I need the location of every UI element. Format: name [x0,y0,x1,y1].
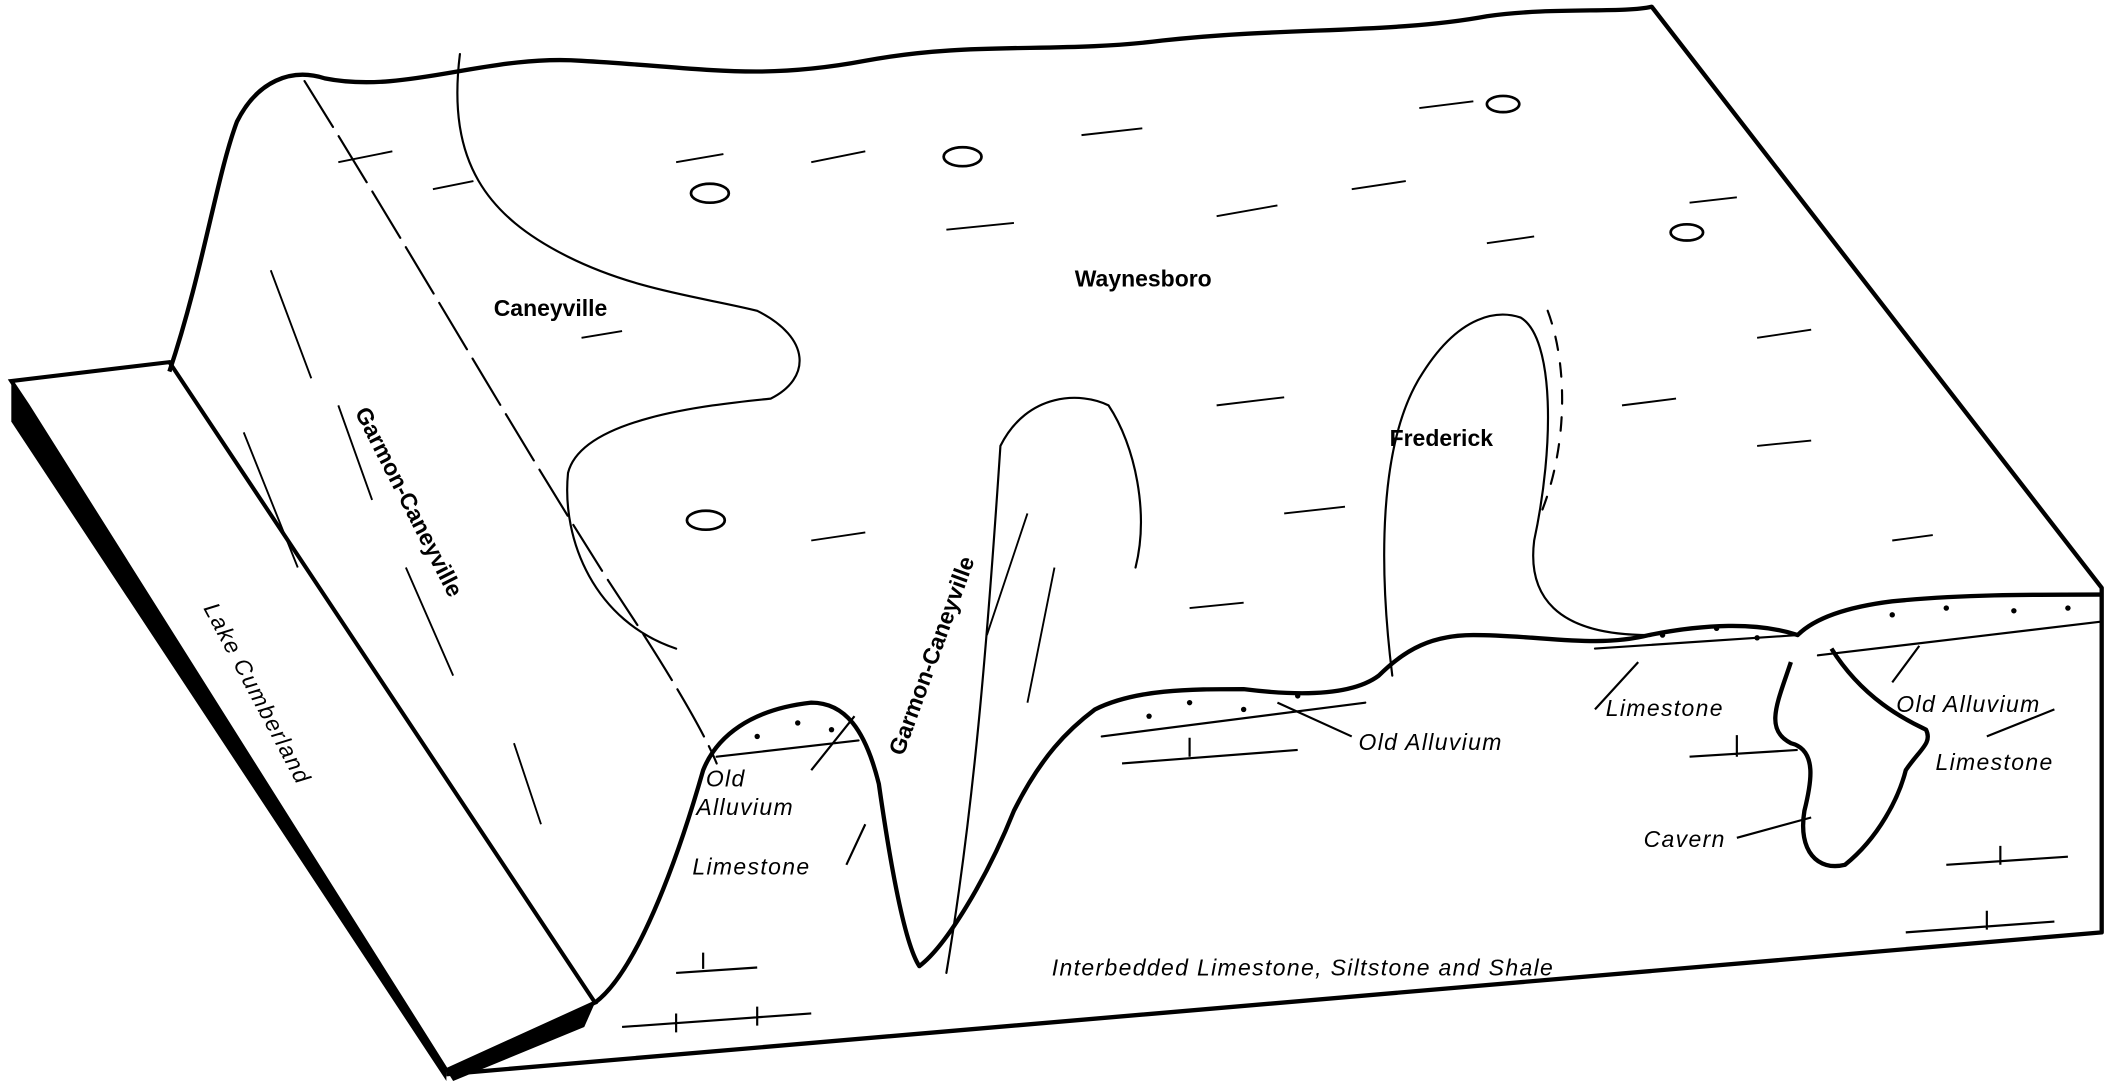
label-garmon-caneyville-center: Garmon-Caneyville [883,553,979,759]
label-bedrock: Interbedded Limestone, Siltstone and Sha… [1052,955,1554,981]
label-garmon-caneyville-left: Garmon-Caneyville [350,403,468,601]
bedrock-symbols [621,735,2068,1033]
label-limestone-right: Limestone [1935,749,2053,775]
terrain-hachures [242,100,1933,825]
label-old-alluvium-right: Old Alluvium [1896,691,2040,717]
leader-arrows [810,645,2055,866]
sinkholes [685,94,1705,532]
lake-slab [7,359,599,1081]
label-old-alluvium-left-2: Alluvium [694,794,794,820]
cavern-shape [1773,647,1930,869]
label-limestone-center: Limestone [1606,695,1724,721]
label-caneyville: Caneyville [494,295,608,321]
land-block [167,4,2104,1077]
old-alluvium-layers [715,605,2103,758]
label-old-alluvium-left-1: Old [706,765,746,791]
label-waynesboro: Waynesboro [1075,265,1212,291]
label-frederick: Frederick [1390,425,1494,451]
label-limestone-left: Limestone [692,853,810,879]
label-old-alluvium-center: Old Alluvium [1359,729,1503,755]
label-cavern: Cavern [1644,826,1726,852]
